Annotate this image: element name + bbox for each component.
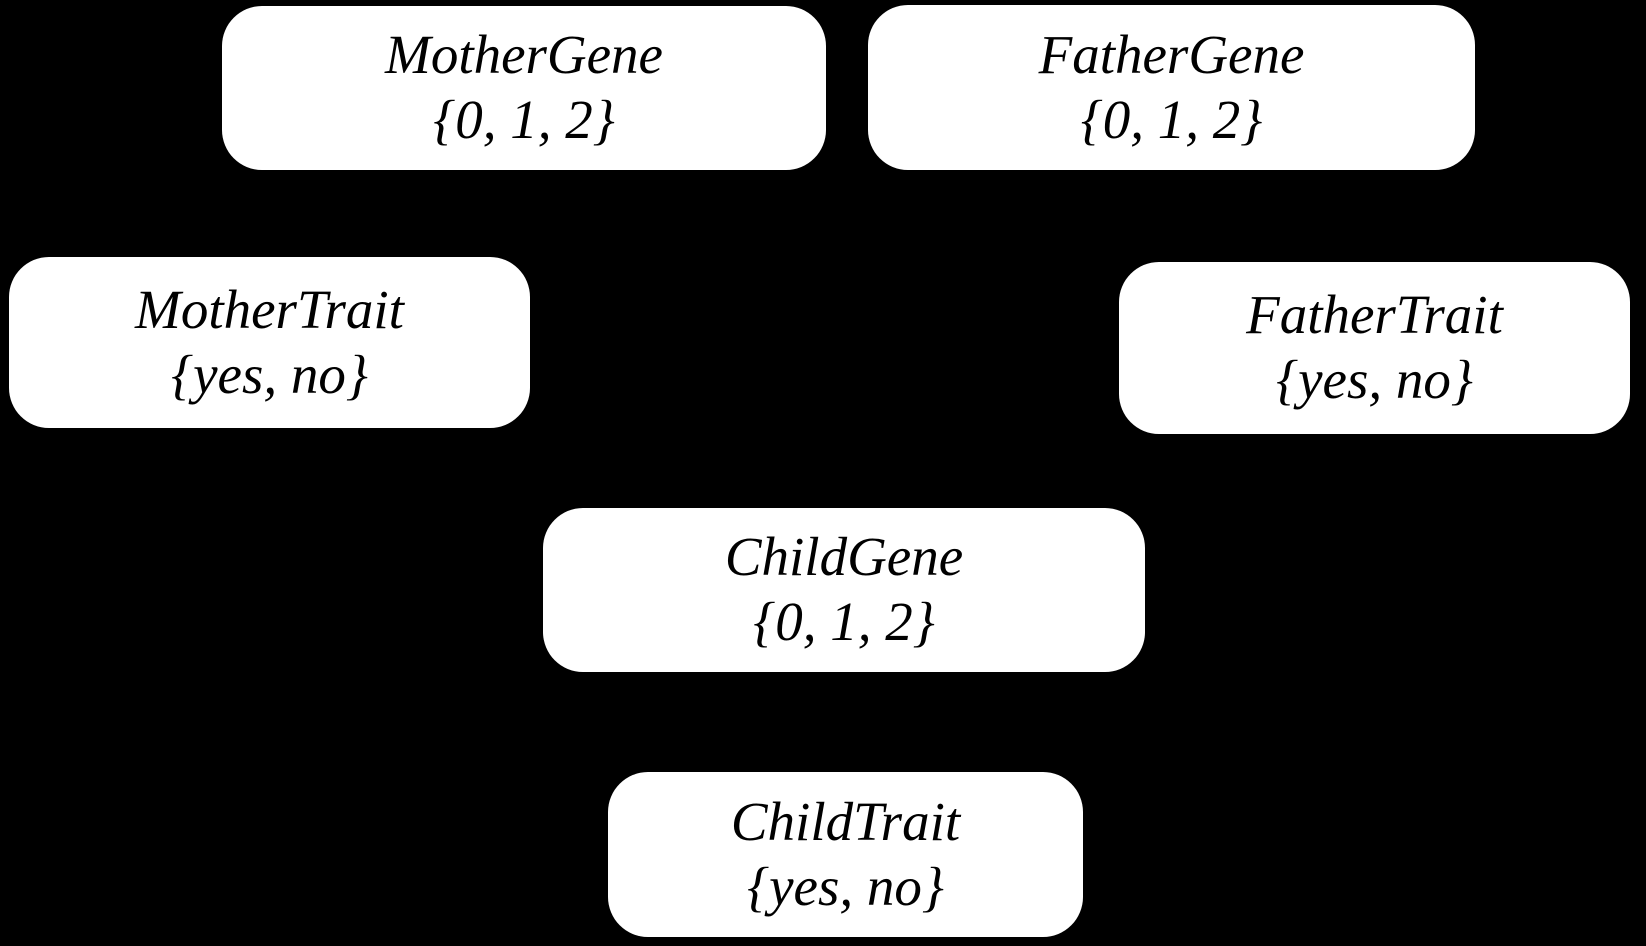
node-mother-gene-label: MotherGene [385, 24, 663, 86]
node-father-trait-label: FatherTrait [1246, 284, 1503, 346]
node-mother-trait-label: MotherTrait [135, 278, 404, 340]
node-child-gene: ChildGene {0, 1, 2} [543, 508, 1145, 672]
node-child-gene-label: ChildGene [724, 526, 964, 588]
node-father-trait: FatherTrait {yes, no} [1119, 262, 1630, 434]
node-child-trait-domain: {yes, no} [747, 855, 944, 917]
node-father-trait-domain: {yes, no} [1276, 349, 1473, 410]
node-child-trait: ChildTrait {yes, no} [608, 772, 1083, 937]
node-mother-trait-domain: {yes, no} [171, 343, 368, 405]
node-mother-gene: MotherGene {0, 1, 2} [222, 6, 826, 170]
node-father-gene-domain: {0, 1, 2} [1080, 88, 1263, 150]
node-mother-trait: MotherTrait {yes, no} [9, 257, 530, 428]
node-mother-gene-domain: {0, 1, 2} [433, 89, 615, 150]
node-father-gene-label: FatherGene [1038, 23, 1305, 85]
node-child-trait-label: ChildTrait [730, 790, 961, 852]
node-father-gene: FatherGene {0, 1, 2} [868, 5, 1475, 170]
node-child-gene-domain: {0, 1, 2} [753, 591, 935, 652]
